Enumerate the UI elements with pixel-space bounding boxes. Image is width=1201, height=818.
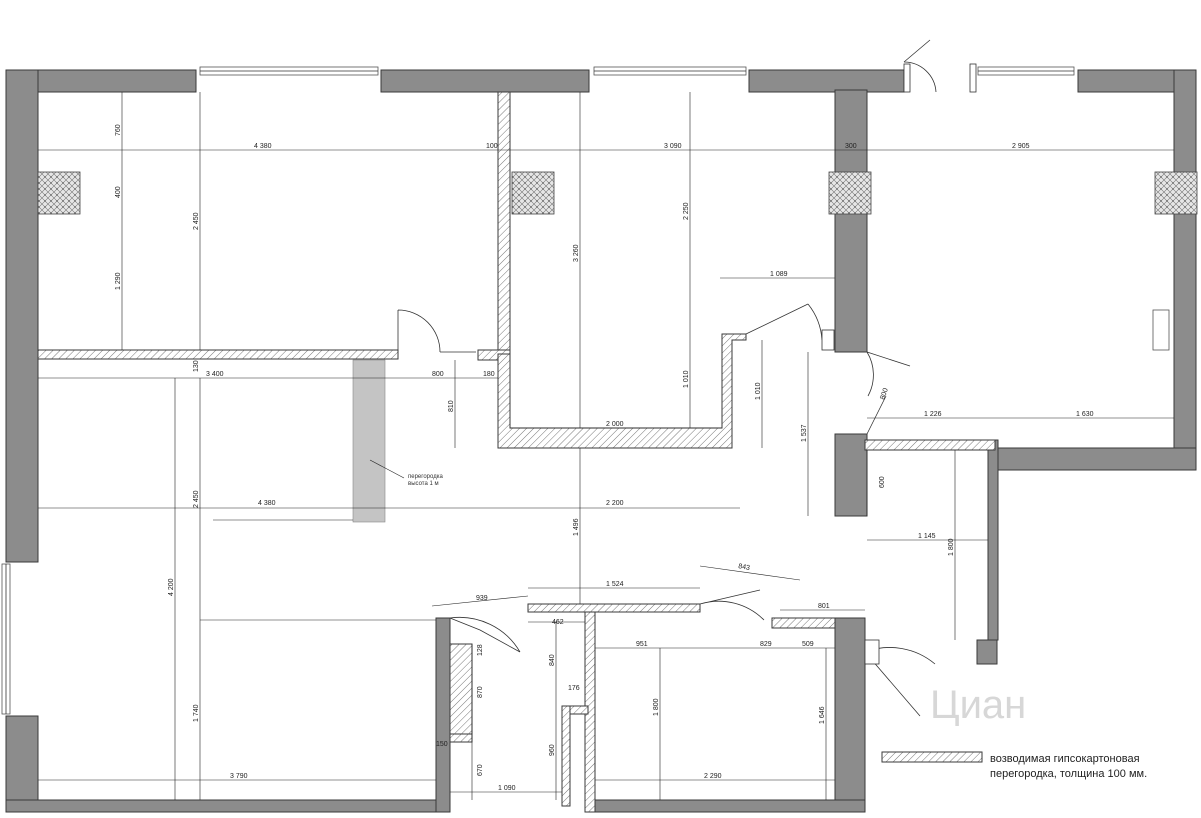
- watermark: Циан: [930, 683, 1026, 727]
- dim-870: 870: [477, 686, 484, 698]
- dimension-lines: [38, 92, 1174, 800]
- dim-3090: 3 090: [664, 143, 682, 150]
- dim-400: 400: [115, 186, 122, 198]
- dim-300: 300: [845, 143, 857, 150]
- dim-180: 180: [483, 371, 495, 378]
- dim-1145: 1 145: [918, 533, 936, 540]
- dim-2450-b: 2 450: [193, 490, 200, 508]
- partition-note-line1: перегородка: [408, 474, 443, 480]
- dim-100: 100: [486, 143, 498, 150]
- partition-note-line2: высота 1 м: [408, 481, 439, 487]
- dim-3400: 3 400: [206, 371, 224, 378]
- dim-130: 130: [193, 360, 200, 372]
- dim-1537: 1 537: [801, 424, 808, 442]
- columns: [37, 171, 1198, 215]
- dim-1740: 1 740: [193, 704, 200, 722]
- dim-1290: 1 290: [115, 272, 122, 290]
- dim-509: 509: [802, 641, 814, 648]
- dim-1800-r: 1 800: [948, 538, 955, 556]
- legend-swatch: [881, 751, 983, 763]
- dim-800-v: 800: [879, 387, 890, 400]
- dim-1010-b: 1 010: [755, 382, 762, 400]
- windows: [1, 66, 1170, 715]
- dim-2905: 2 905: [1012, 143, 1030, 150]
- dim-829: 829: [760, 641, 772, 648]
- dim-3260: 3 260: [573, 244, 580, 262]
- dim-150: 150: [436, 741, 448, 748]
- dim-2290: 2 290: [704, 773, 722, 780]
- dim-600: 600: [879, 476, 886, 488]
- dim-4200: 4 200: [168, 578, 175, 596]
- dim-1226: 1 226: [924, 411, 942, 418]
- dim-801: 801: [818, 603, 830, 610]
- dimension-labels: 4 380 100 3 090 300 2 905 760 400 1 290 …: [115, 124, 1094, 792]
- dim-810: 810: [448, 400, 455, 412]
- outer-walls: [5, 69, 1197, 813]
- dim-939: 939: [476, 595, 488, 602]
- dim-462: 462: [552, 619, 564, 626]
- dim-1524: 1 524: [606, 581, 624, 588]
- dim-800-h: 800: [432, 371, 444, 378]
- dim-1496: 1 496: [573, 518, 580, 536]
- dim-4380-top: 4 380: [254, 143, 272, 150]
- legend: возводимая гипсокартоновая перегородка, …: [881, 751, 1147, 780]
- half-height-partition: [352, 359, 386, 523]
- dim-2200: 2 200: [606, 500, 624, 507]
- dim-840: 840: [549, 654, 556, 666]
- dim-128: 128: [477, 644, 484, 656]
- dim-951: 951: [636, 641, 648, 648]
- dim-2250: 2 250: [683, 202, 690, 220]
- dim-670: 670: [477, 764, 484, 776]
- dim-1010-a: 1 010: [683, 370, 690, 388]
- dim-843: 843: [738, 563, 751, 572]
- dim-176: 176: [568, 685, 580, 692]
- dim-1090: 1 090: [498, 785, 516, 792]
- legend-line1: возводимая гипсокартоновая: [990, 753, 1140, 765]
- dim-3790: 3 790: [230, 773, 248, 780]
- legend-line2: перегородка, толщина 100 мм.: [990, 768, 1147, 780]
- dim-2000: 2 000: [606, 421, 624, 428]
- dim-960: 960: [549, 744, 556, 756]
- partition-note: перегородка высота 1 м: [408, 474, 443, 487]
- dim-4380-mid: 4 380: [258, 500, 276, 507]
- dim-1646: 1 646: [819, 706, 826, 724]
- doors: [397, 39, 977, 717]
- dim-1800-b: 1 800: [653, 698, 660, 716]
- dim-1630: 1 630: [1076, 411, 1094, 418]
- dim-760: 760: [115, 124, 122, 136]
- dim-2450-a: 2 450: [193, 212, 200, 230]
- dim-1089: 1 089: [770, 271, 788, 278]
